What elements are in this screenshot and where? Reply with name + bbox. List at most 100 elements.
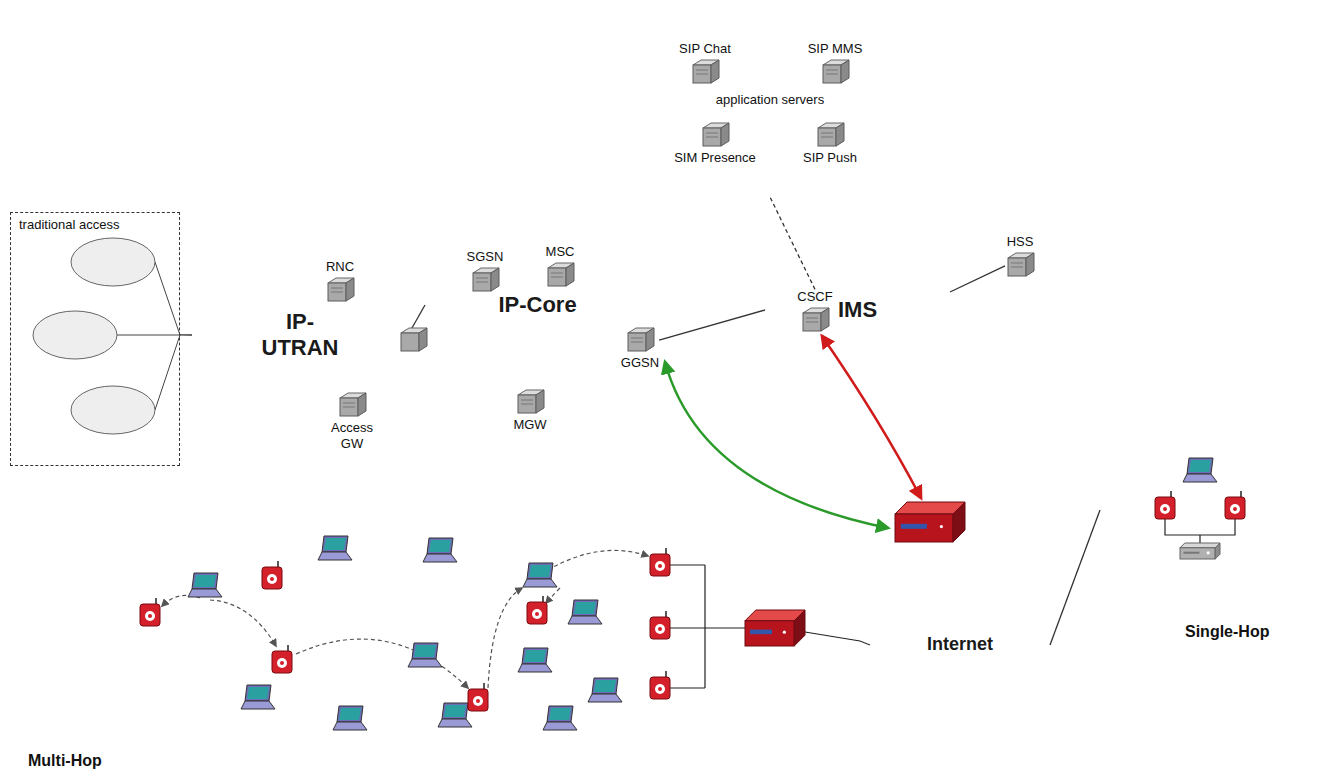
access-point-icon — [650, 671, 670, 699]
network-region-ellipse: SIP Chat SIP MMS SIM Presence SIP Push appli… — [630, 2, 910, 197]
node-label: Internet — [927, 634, 993, 656]
network-cloud: Internet — [870, 590, 1050, 700]
node-label: IP-Core — [498, 292, 576, 318]
laptop-icon — [568, 600, 602, 624]
server-node: SIM Presence — [674, 122, 756, 166]
network-cloud: IP- UTRAN — [192, 258, 408, 412]
server-node: SIP Push — [803, 122, 857, 166]
access-point-icon — [1155, 491, 1175, 519]
node-label: MSC — [546, 244, 575, 260]
link-line — [659, 310, 765, 340]
server-icon — [545, 262, 575, 288]
server-node: SGSN — [467, 249, 504, 293]
ellipse-shape — [4, 535, 860, 747]
laptop-icon — [1183, 458, 1217, 482]
server-node: GGSN — [621, 327, 659, 371]
gateway-arrow-red — [822, 336, 921, 498]
gateway-router-icon — [745, 610, 805, 646]
gateway-router-icon — [895, 502, 965, 542]
laptop-icon — [588, 678, 622, 702]
border-server-icon — [401, 328, 427, 351]
laptop-icon — [241, 685, 275, 709]
access-point-icon — [650, 611, 670, 639]
server-node: Access GW — [327, 392, 377, 451]
link-line — [770, 197, 815, 289]
laptop-icon — [523, 563, 557, 587]
server-icon — [470, 267, 500, 293]
access-point-icon — [1225, 491, 1245, 519]
network-cloud: IMS — [765, 250, 950, 370]
server-node: MSC — [545, 244, 575, 288]
node-label: IP- UTRAN — [255, 309, 345, 362]
node-label: SIP MMS — [808, 41, 863, 57]
node-label: SGSN — [467, 249, 504, 265]
access-point-icon — [650, 548, 670, 576]
access-point-icon — [527, 596, 547, 624]
ellipse-outline — [5, 536, 859, 746]
server-node: CSCF — [797, 289, 832, 333]
node-label: SIM Presence — [674, 150, 756, 166]
multi-hop-wires — [670, 565, 860, 688]
server-icon — [337, 392, 367, 418]
server-icon — [515, 389, 545, 415]
server-node: HSS — [1005, 234, 1035, 278]
single-hop-wires — [1165, 519, 1235, 543]
link-line — [180, 334, 192, 335]
cloud-outline — [427, 217, 648, 393]
laptop-icon — [518, 648, 552, 672]
cloud-outline — [767, 252, 948, 368]
laptop-icon — [423, 538, 457, 562]
laptop-icon — [333, 706, 367, 730]
server-node: RNC — [325, 259, 355, 303]
access-point-icon — [272, 645, 292, 673]
network-region-ellipse: Single-Hop — [1100, 440, 1300, 580]
access-point-icon — [468, 683, 488, 711]
access-group-box: traditional access — [10, 212, 180, 466]
server-icon — [820, 59, 850, 85]
node-label: application servers — [716, 92, 824, 108]
laptop-icon — [438, 703, 472, 727]
node-label: Single-Hop — [1185, 622, 1269, 641]
node-label: MGW — [513, 417, 546, 433]
ellipse-outline — [631, 3, 909, 196]
server-icon — [1005, 252, 1035, 278]
node-label: traditional access — [19, 217, 171, 233]
node-label: Access GW — [327, 420, 377, 451]
node-label: Multi-Hop — [28, 751, 102, 770]
server-icon — [325, 277, 355, 303]
hop-arrows — [162, 550, 648, 688]
server-icon — [700, 122, 730, 148]
server-icon — [690, 59, 720, 85]
device-icons — [140, 328, 1245, 730]
server-icon — [815, 122, 845, 148]
node-label: GGSN — [621, 355, 659, 371]
hub-icon — [1180, 543, 1220, 559]
access-ellipses — [33, 238, 180, 434]
link-line — [1050, 510, 1100, 645]
node-label: SIP Chat — [679, 41, 731, 57]
laptop-icon — [543, 706, 577, 730]
node-label: RNC — [326, 259, 354, 275]
laptop-icon — [188, 573, 222, 597]
cloud-outline — [872, 592, 1048, 698]
cloud-outline — [194, 260, 406, 410]
server-icon — [800, 307, 830, 333]
access-point-icon — [262, 561, 282, 589]
ellipse-shape — [1100, 440, 1300, 580]
network-cloud: IP-Core — [425, 215, 650, 395]
access-point-icon — [140, 598, 160, 626]
link-line — [950, 266, 1005, 292]
node-label: HSS — [1007, 234, 1034, 250]
server-node: SIP Chat — [679, 41, 731, 85]
node-label: IMS — [838, 297, 877, 323]
ellipse-outline — [1101, 441, 1299, 579]
link-line — [860, 641, 870, 645]
server-node: SIP MMS — [808, 41, 863, 85]
node-label: SIP Push — [803, 150, 857, 166]
laptop-icon — [408, 643, 442, 667]
server-node: MGW — [513, 389, 546, 433]
server-icon — [625, 327, 655, 353]
node-label: CSCF — [797, 289, 832, 305]
